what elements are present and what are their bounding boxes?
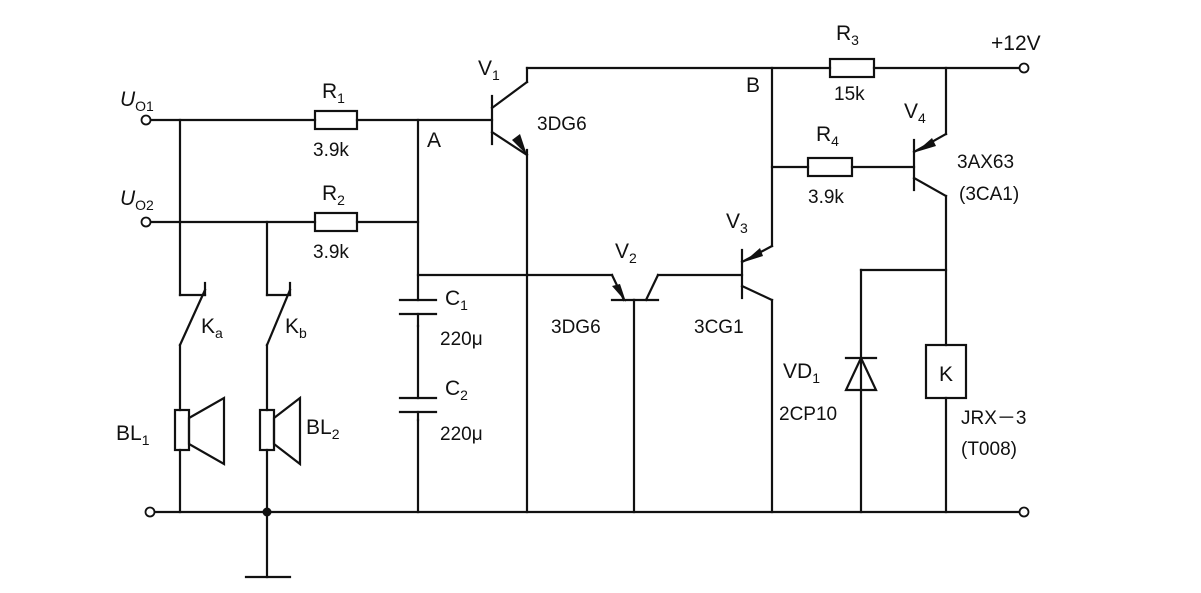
diode-vd1 (844, 355, 878, 392)
ground-right-terminal[interactable] (1018, 506, 1030, 518)
resistor-r4 (806, 156, 854, 178)
r4-value: 3.9k (808, 187, 844, 208)
speaker-bl1 (173, 396, 226, 466)
r2-value: 3.9k (313, 242, 349, 263)
speaker-bl2 (258, 395, 302, 467)
v3-type: 3CG1 (694, 317, 744, 338)
transistor-v1 (490, 66, 529, 157)
node-a-label: A (427, 129, 441, 152)
c1-value: 220μ (440, 329, 483, 350)
relay-coil (924, 343, 968, 400)
resistor-r3 (828, 57, 876, 79)
transistor-v3 (740, 244, 774, 302)
r3-label: R3 (836, 22, 859, 48)
relay-alt-model: (T008) (961, 439, 1017, 460)
uo1-label: UO1 (120, 88, 154, 114)
bl2-label: BL2 (306, 416, 340, 442)
ground-left-terminal[interactable] (144, 506, 156, 518)
relay-symbol: K (939, 363, 953, 386)
relay-model: JRX－3 (961, 408, 1026, 429)
c2-label: C2 (445, 377, 468, 403)
vd1-label: VD1 (783, 360, 820, 386)
ka-label: Ka (201, 315, 223, 341)
uo2-terminal[interactable] (140, 216, 152, 228)
resistor-r1 (313, 109, 359, 131)
v4-label: V4 (904, 100, 926, 126)
transistor-v2 (610, 273, 660, 302)
v2-type: 3DG6 (551, 317, 601, 338)
switch-kb[interactable] (265, 281, 292, 347)
resistor-r2 (313, 211, 359, 233)
r1-value: 3.9k (313, 140, 349, 161)
c1-label: C1 (445, 287, 468, 313)
r2-label: R2 (322, 182, 345, 208)
r4-label: R4 (816, 123, 839, 149)
v1-label: V1 (478, 57, 500, 83)
ground-junction-dot (262, 507, 272, 517)
v4-alt-type: (3CA1) (959, 184, 1019, 205)
switch-ka[interactable] (178, 281, 207, 347)
capacitor-c2 (398, 396, 438, 422)
v1-type: 3DG6 (537, 114, 587, 135)
vd1-type: 2CP10 (779, 404, 837, 425)
supply-terminal[interactable] (1018, 62, 1030, 74)
transistor-v4 (912, 132, 948, 198)
terminals (140, 62, 1030, 518)
c2-value: 220μ (440, 424, 483, 445)
uo2-label: UO2 (120, 187, 154, 213)
capacitor-c1 (398, 298, 438, 328)
v4-type: 3AX63 (957, 152, 1014, 173)
uo1-terminal[interactable] (140, 114, 152, 126)
v3-label: V3 (726, 210, 748, 236)
node-b-label: B (746, 74, 760, 97)
wires (148, 66, 1022, 579)
r3-value: 15k (834, 84, 865, 105)
kb-label: Kb (285, 315, 307, 341)
v2-label: V2 (615, 240, 637, 266)
supply-label: +12V (991, 32, 1041, 55)
bl1-label: BL1 (116, 422, 150, 448)
r1-label: R1 (322, 80, 345, 106)
